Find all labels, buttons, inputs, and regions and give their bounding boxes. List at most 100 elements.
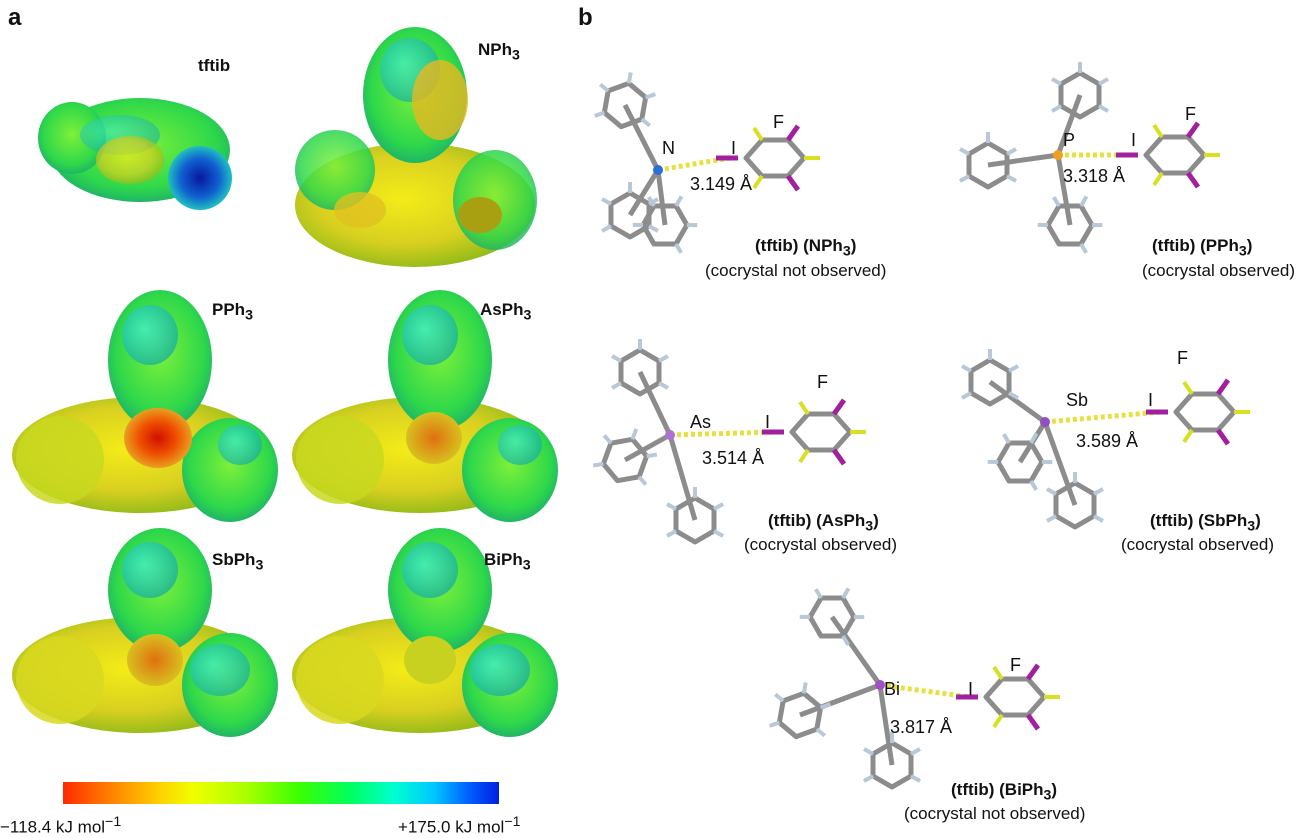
esp-map-nph3 [295, 27, 537, 267]
map-title-biph3: BiPh3 [484, 550, 531, 573]
phenyl-ring [769, 678, 834, 742]
donor-atom [1040, 417, 1050, 427]
iodine-label-as: I [765, 412, 771, 432]
note-p: (cocrystal observed) [1142, 261, 1296, 280]
donor-phenyl-bond [667, 434, 698, 521]
donor-phenyl-bond [637, 370, 673, 437]
fluorine-label-n: F [773, 112, 784, 132]
distance-label-as: 3.514 Å [702, 448, 765, 468]
donor-phenyl-bond [1055, 154, 1073, 226]
fluorine-label-sb: F [1177, 348, 1188, 368]
phenyl-ring [594, 68, 659, 132]
donor-phenyl-bond [1055, 94, 1083, 156]
donor-phenyl-bond [829, 615, 883, 687]
donor-atom [653, 165, 663, 175]
scale-min-text: −118.4 kJ mol [0, 817, 106, 837]
esp-color-scale-bar [63, 782, 499, 804]
caption-n-main: (tftib) (NPh [755, 236, 843, 255]
caption-n: (tftib) (NPh3) [755, 236, 856, 259]
donor-phenyl-bond [877, 684, 895, 766]
panel-a-letter: a [8, 4, 22, 31]
donor-phenyl-bond [987, 152, 1059, 168]
structure-sb [962, 349, 1250, 527]
fluorine-label-bi: F [1010, 655, 1021, 675]
structure-p [960, 62, 1220, 258]
tftib-ring [1146, 380, 1250, 444]
phenyl-ring [1052, 62, 1108, 117]
map-title-asph3-sub: 3 [523, 307, 532, 324]
donor-label-p: P [1063, 130, 1076, 150]
phenyl-ring [1035, 182, 1111, 258]
halogen-bond [669, 429, 776, 438]
scale-max-sup: −1 [504, 814, 521, 830]
donor-phenyl-bond [627, 168, 661, 217]
caption-as-main: (tftib) (AsPh [768, 511, 866, 530]
halogen-bond [1044, 409, 1161, 425]
map-title-pph3-sub: 3 [245, 307, 253, 324]
map-title-pph3-main: PPh [212, 300, 246, 319]
structure-n [594, 68, 820, 258]
donor-label-n: N [662, 138, 675, 158]
note-as: (cocrystal observed) [744, 535, 898, 554]
phenyl-ring [612, 339, 668, 394]
note-n: (cocrystal not observed) [705, 261, 887, 280]
map-title-tftib: tftib [198, 56, 231, 75]
caption-p-sub: 3 [1238, 243, 1247, 260]
distance-label-p: 3.318 Å [1063, 166, 1126, 186]
fluorine-label-as: F [817, 372, 828, 392]
scale-min-label: −118.4 kJ mol−1 [0, 814, 121, 838]
donor-label-as: As [690, 412, 712, 432]
distance-label-sb: 3.589 Å [1076, 431, 1139, 451]
donor-phenyl-bond [799, 682, 881, 718]
caption-as-close: ) [873, 511, 879, 530]
donor-phenyl-bond [1042, 421, 1078, 506]
donor-label-sb: Sb [1066, 390, 1089, 410]
caption-n-sub: 3 [842, 243, 851, 260]
map-title-nph3-main: NPh [478, 40, 512, 59]
scale-max-text: +175.0 kJ mol [398, 817, 505, 837]
caption-bi-sub: 3 [1043, 787, 1052, 804]
panel-b-letter: b [578, 4, 593, 31]
donor-phenyl-bond [623, 432, 672, 463]
phenyl-ring [960, 132, 1016, 187]
iodine-label-n: I [731, 138, 737, 158]
iodine-label-sb: I [1148, 390, 1154, 410]
map-title-sbph3-main: SbPh [212, 550, 256, 569]
halogen-bond [657, 155, 731, 173]
scale-max-label: +175.0 kJ mol−1 [398, 814, 520, 838]
caption-sb-main: (tftib) (SbPh [1150, 511, 1248, 530]
esp-maps-figure [12, 27, 558, 737]
map-title-asph3: AsPh3 [480, 300, 531, 323]
caption-n-close: ) [850, 236, 857, 255]
donor-atom [875, 680, 885, 690]
map-title-asph3-main: AsPh [480, 300, 524, 319]
donor-atom [665, 430, 675, 440]
esp-map-asph3 [292, 290, 558, 522]
distance-label-n: 3.149 Å [690, 174, 753, 194]
map-title-pph3: PPh3 [212, 300, 253, 323]
map-title-sbph3-sub: 3 [255, 557, 264, 574]
donor-atom [1053, 150, 1063, 160]
esp-map-biph3 [292, 528, 558, 737]
caption-p: (tftib) (PPh3) [1152, 236, 1252, 259]
note-sb: (cocrystal observed) [1121, 535, 1275, 554]
structure-bi [769, 574, 1060, 787]
donor-phenyl-bond [622, 103, 661, 172]
caption-sb-sub: 3 [1247, 518, 1256, 535]
caption-sb: (tftib) (SbPh3) [1150, 511, 1261, 534]
map-title-nph3: NPh3 [478, 40, 520, 63]
tftib-ring [762, 400, 866, 464]
caption-sb-close: ) [1255, 511, 1261, 530]
donor-phenyl-bond [988, 379, 1047, 425]
donor-label-bi: Bi [884, 679, 901, 699]
distance-label-bi: 3.817 Å [890, 717, 953, 737]
map-title-nph3-sub: 3 [512, 47, 520, 64]
phenyl-ring [797, 574, 873, 650]
esp-map-sbph3 [12, 528, 278, 737]
caption-p-close: ) [1246, 236, 1253, 255]
caption-bi: (tftib) (BiPh3) [951, 780, 1057, 803]
iodine-label-p: I [1131, 130, 1137, 150]
structure-as [591, 339, 866, 542]
crystal-structures-figure [570, 0, 1312, 838]
map-title-biph3-sub: 3 [522, 557, 531, 574]
